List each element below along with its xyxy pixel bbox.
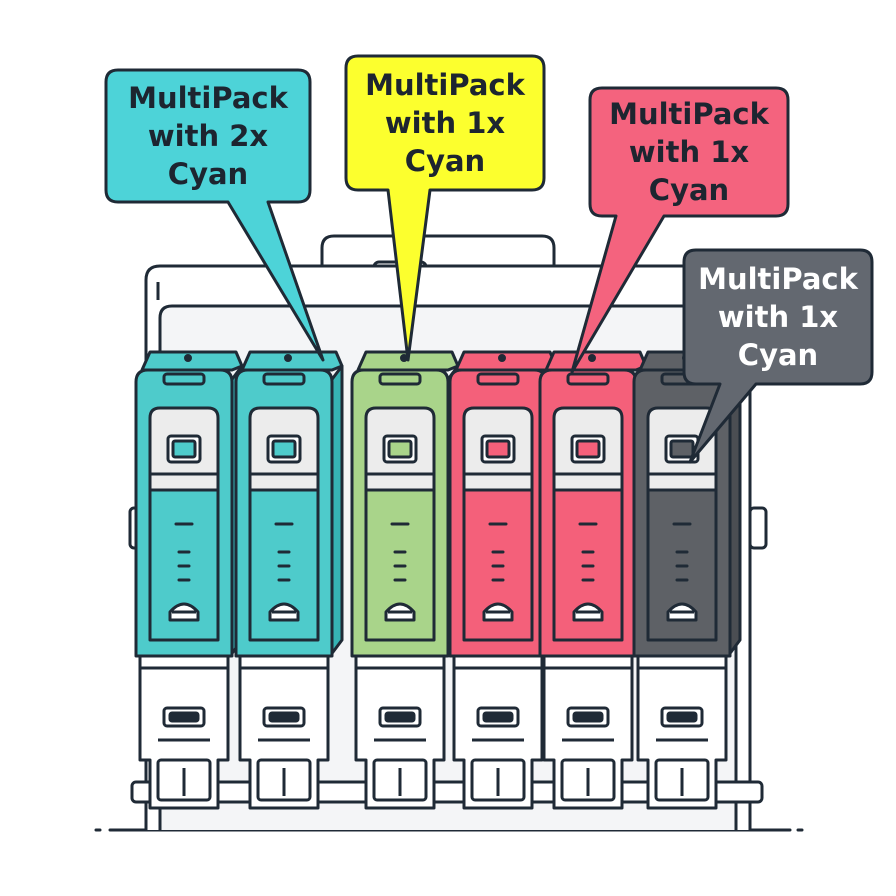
base-slot-inner — [168, 711, 200, 723]
callout-3: MultiPack with 1x Cyan — [570, 86, 790, 374]
cartridge-cap — [240, 350, 344, 372]
cap-vent — [566, 372, 610, 386]
cap-vent — [476, 372, 520, 386]
callout-2: MultiPack with 1x Cyan — [344, 54, 546, 362]
tray-clip-right — [748, 506, 768, 550]
cartridge-5 — [538, 350, 648, 810]
label-window-fill — [171, 439, 197, 459]
callout-text-line1: MultiPack — [365, 68, 525, 102]
cap-dot — [400, 354, 408, 362]
callout-4: MultiPack with 1x Cyan — [682, 248, 874, 464]
cartridge-row — [134, 350, 742, 810]
callout-text-line1: MultiPack — [698, 262, 858, 296]
callout-text-line3: Cyan — [738, 338, 818, 372]
callout-text-line3: Cyan — [649, 173, 729, 207]
callout-bubble — [104, 68, 325, 362]
callout-1: MultiPack with 2x Cyan — [104, 68, 325, 362]
base-slot-inner — [268, 711, 300, 723]
cap-vent — [262, 372, 306, 386]
cartridge-6 — [632, 350, 742, 810]
cartridge-cap — [454, 350, 558, 372]
cap-dot — [284, 354, 292, 362]
cap-dot — [588, 354, 596, 362]
label-window-fill — [669, 439, 695, 459]
cartridge-2 — [234, 350, 344, 810]
base-slot-inner — [666, 711, 698, 723]
label-window-fill — [575, 439, 601, 459]
callout-text-line1: MultiPack — [609, 97, 769, 131]
callout-text-line3: Cyan — [405, 144, 485, 178]
callout-bubble — [344, 54, 546, 362]
callout-bubble — [682, 248, 874, 464]
callout-text-line3: Cyan — [168, 157, 248, 191]
label-window-fill — [485, 439, 511, 459]
callout-text-line2: with 1x — [718, 300, 839, 334]
base-slot-inner — [482, 711, 514, 723]
cartridge-cap — [544, 350, 648, 372]
cartridge-3 — [350, 350, 460, 810]
label-window-fill — [387, 439, 413, 459]
callout-text-line1: MultiPack — [128, 81, 288, 115]
label-window-fill — [271, 439, 297, 459]
cap-dot — [184, 354, 192, 362]
cap-dot — [498, 354, 506, 362]
callout-text-line2: with 2x — [148, 119, 269, 153]
callout-text-line2: with 1x — [629, 135, 750, 169]
cap-vent — [162, 372, 206, 386]
cartridge-cap — [140, 350, 244, 372]
cap-vent — [378, 372, 422, 386]
cartridge-1 — [134, 350, 244, 810]
callout-text-line2: with 1x — [385, 106, 506, 140]
callout-bubble — [570, 86, 790, 374]
base-slot-inner — [384, 711, 416, 723]
cartridge-4 — [448, 350, 558, 810]
base-slot-inner — [572, 711, 604, 723]
